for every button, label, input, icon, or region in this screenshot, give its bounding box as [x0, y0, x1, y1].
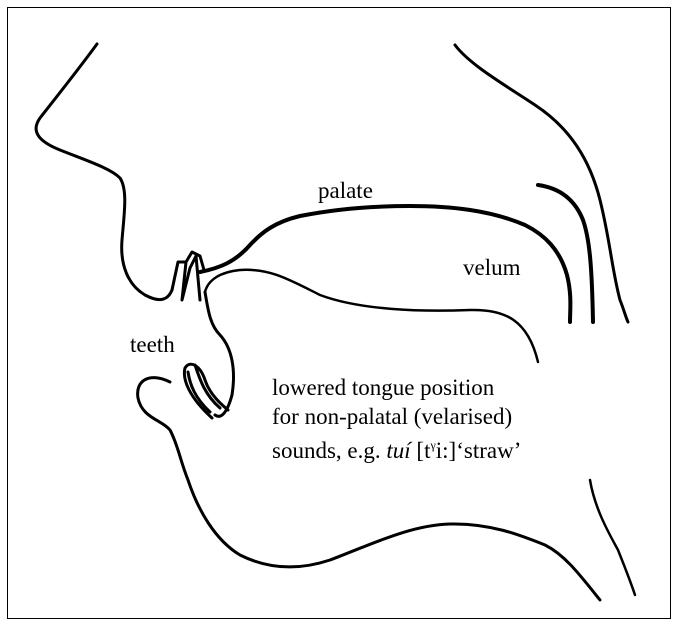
caption-ipa-open: [t [411, 438, 431, 463]
velum-label: velum [463, 256, 521, 279]
caption-line-3: sounds, e.g. tuí [tγi:]‘straw’ [272, 431, 521, 465]
pharynx-outer-wall [455, 45, 628, 322]
upper-teeth [172, 252, 204, 300]
caption-word: tuí [386, 438, 410, 463]
caption-prefix: sounds, e.g. [272, 438, 386, 463]
tongue-caption: lowered tongue position for non-palatal … [272, 373, 521, 465]
palate-label: palate [318, 179, 373, 202]
caption-line-1: lowered tongue position [272, 373, 521, 402]
teeth-label: teeth [130, 333, 175, 356]
lower-teeth [184, 364, 228, 418]
face-profile-upper [36, 44, 172, 300]
caption-gloss: ‘straw’ [456, 438, 521, 463]
throat-front-wall [590, 480, 635, 595]
caption-ipa-close: i:] [436, 438, 456, 463]
pharynx-inner-wall [538, 185, 593, 322]
caption-line-2: for non-palatal (velarised) [272, 402, 521, 431]
tongue-line [205, 270, 538, 362]
